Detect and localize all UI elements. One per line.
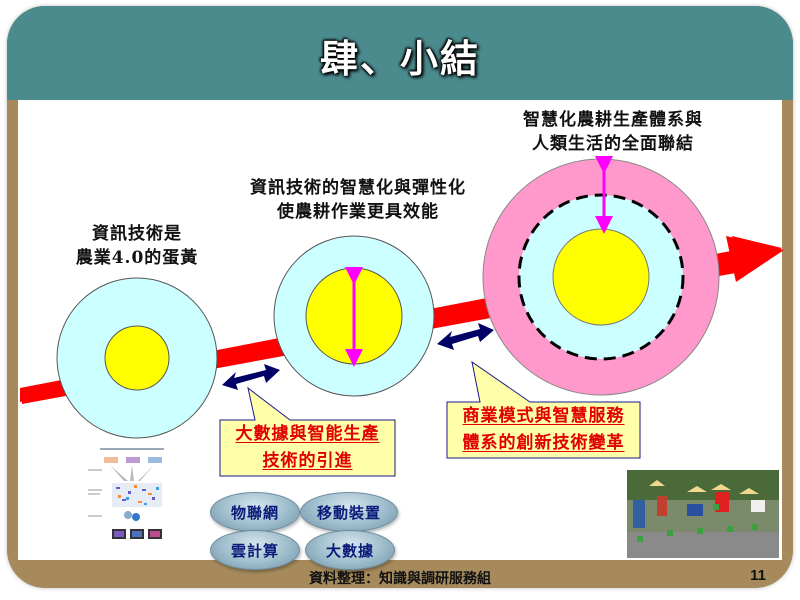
stage1-circles [56,277,218,439]
callout-1-shape [219,386,396,477]
stage3-circles [482,156,720,396]
big-data-methodology-image [88,448,164,539]
callout-2-text: 商業模式與智慧服務 體系的創新技術變革 [447,403,640,457]
callout-1-line1: 大數據與智能生產 [235,424,380,444]
stage1-label: 資訊技術是 農業4.0的蛋黃 [52,222,222,270]
cloud-computing-button[interactable]: 雲計算 [210,530,300,570]
page-number: 11 [750,567,766,584]
rice-planting-photo [627,470,779,558]
stage3-label: 智慧化農耕生產體系與 人類生活的全面聯結 [488,108,738,156]
big-data-button[interactable]: 大數據 [305,530,395,570]
callout-2-line1: 商業模式與智慧服務 [462,406,625,426]
stage2-circles [273,235,435,397]
callout-2-line2: 體系的創新技術變革 [462,433,625,453]
slide-title: 肆、小結 [319,36,480,81]
slide-header: 肆、小結 [7,6,793,100]
footer-credit: 資料整理：知識與調研服務組 [309,571,491,587]
stage3-line2: 人類生活的全面聯結 [532,134,694,154]
mobile-device-button[interactable]: 移動裝置 [300,492,398,532]
callout-1-text: 大數據與智能生產 技術的引進 [220,421,395,475]
stage2-line1: 資訊技術的智慧化與彈性化 [250,178,466,198]
stage1-line2: 農業4.0的蛋黃 [75,248,199,268]
stage2-label: 資訊技術的智慧化與彈性化 使農耕作業更具效能 [218,176,498,224]
callout-1-line2: 技術的引進 [262,451,353,471]
stage1-line1: 資訊技術是 [92,224,182,244]
double-arrow-1 [222,364,280,390]
stage3-line1: 智慧化農耕生產體系與 [523,110,703,130]
iot-button[interactable]: 物聯網 [210,492,300,532]
double-arrow-2 [437,323,494,350]
stage2-line2: 使農耕作業更具效能 [277,202,439,222]
callout-2-shape [446,360,641,459]
